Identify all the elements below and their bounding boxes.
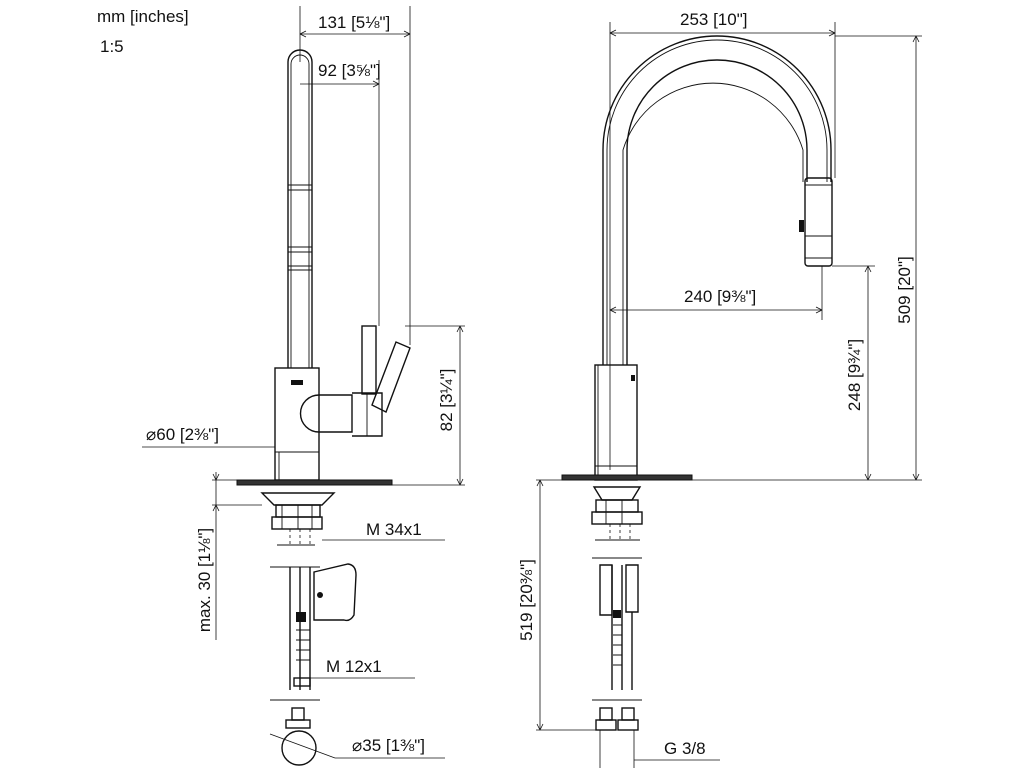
side-dimensions: 131 [5⅛"] 92 [3⅝"] 82 [3¼"] ⌀60 [2⅜"] M … [142,6,465,759]
front-view [561,35,833,731]
dim-front-spout-height: 248 [9¾"] [845,339,864,411]
front-dimensions: 253 [10"] 240 [9⅜"] 248 [9¾"] 509 [20"] … [517,10,922,768]
side-weight-circle [281,730,317,766]
dim-base-dia: ⌀60 [2⅜"] [146,425,219,444]
scale-label: 1:5 [100,37,124,56]
units-label: mm [inches] [97,7,189,26]
side-spout [287,49,313,368]
dim-thickness: max. 30 [1⅛"] [195,528,214,632]
dim-side-lever: 82 [3¼"] [437,369,456,432]
dim-front-width: 253 [10"] [680,10,747,29]
dim-hose-thread: M 12x1 [326,657,382,676]
side-lever [361,325,377,395]
front-body [594,364,638,481]
dim-front-total-height: 509 [20"] [895,256,914,323]
side-lever-housing [299,394,353,433]
dim-thread: M 34x1 [366,520,422,539]
dim-connection: G 3/8 [664,739,706,758]
dim-side-inner: 92 [3⅝"] [318,61,381,80]
dim-front-hose-length: 519 [20⅜"] [517,559,536,641]
front-countertop [561,474,693,481]
side-view [236,49,411,766]
side-countertop [236,479,393,486]
front-spout [602,35,832,365]
dim-side-outer: 131 [5⅛"] [318,13,390,32]
dim-front-reach: 240 [9⅜"] [684,287,756,306]
dim-weight-dia: ⌀35 [1⅜"] [352,736,425,755]
front-spray-head [804,177,833,267]
